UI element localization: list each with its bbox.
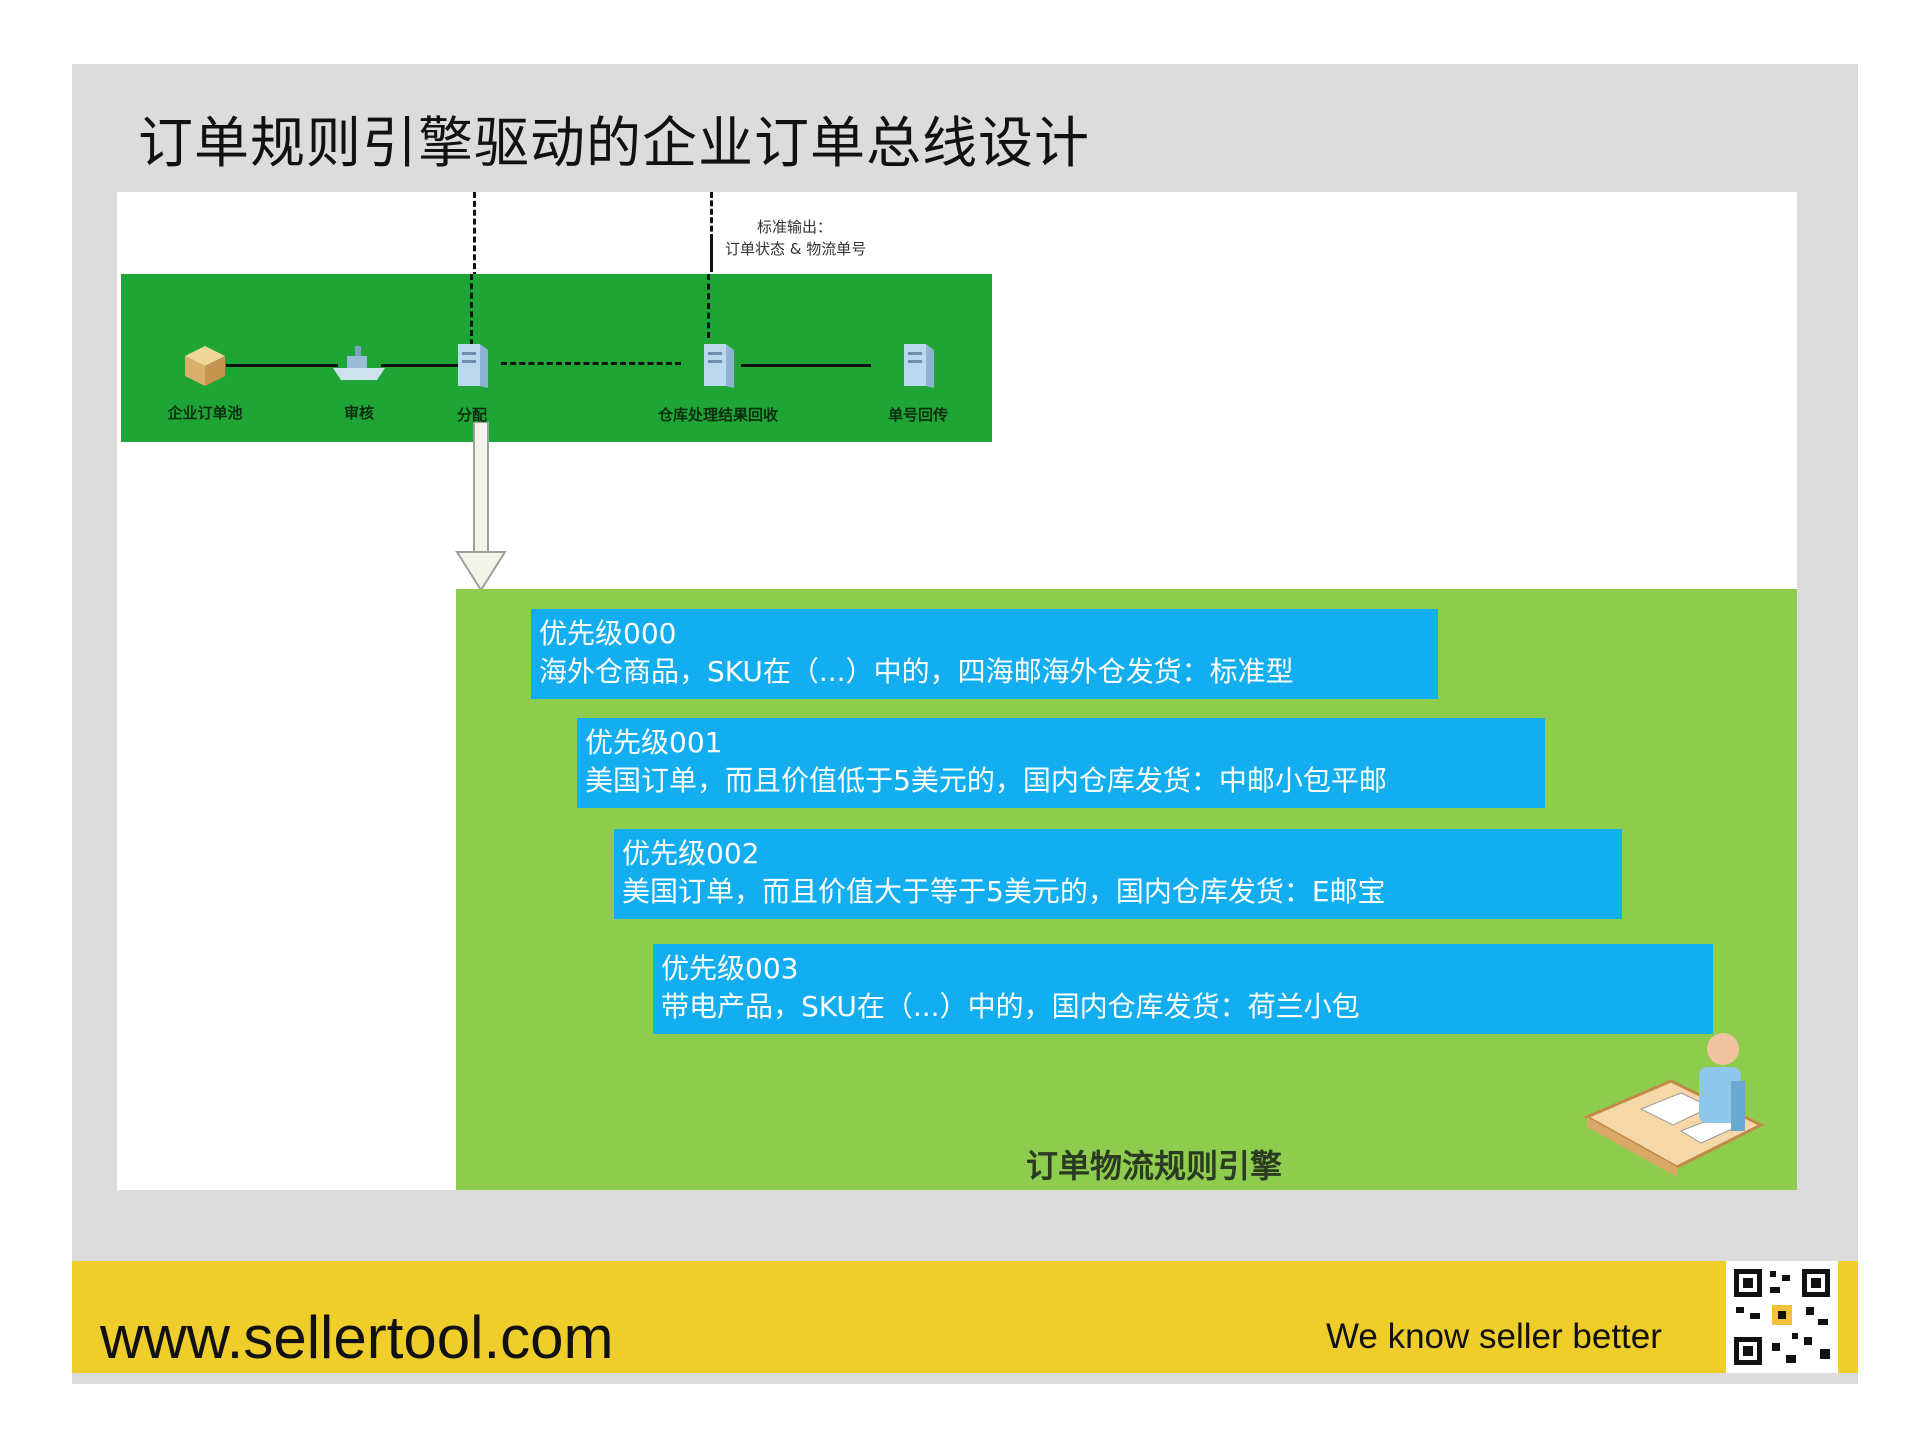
rule-priority-001: 优先级001 美国订单，而且价值低于5美元的，国内仓库发货：中邮小包平邮: [577, 718, 1545, 808]
rules-engine-label: 订单物流规则引擎: [1026, 1147, 1283, 1185]
flow-link-4: [741, 364, 871, 367]
flow-node-label: 分配: [456, 406, 487, 424]
rules-engine-panel: 优先级000 海外仓商品，SKU在（...）中的，四海邮海外仓发货：标准型 优先…: [456, 589, 1797, 1190]
server-icon: [458, 344, 488, 388]
band-dashed-line-2: [707, 274, 710, 338]
flow-node-tracking-return: 单号回传: [853, 340, 983, 425]
flow-link-2: [381, 364, 461, 367]
tagline: We know seller better: [1326, 1317, 1662, 1356]
rule-priority-label: 优先级002: [622, 837, 760, 870]
rule-text: 带电产品，SKU在（...）中的，国内仓库发货：荷兰小包: [661, 990, 1360, 1023]
server-icon: [904, 344, 934, 388]
flow-node-warehouse-result: 仓库处理结果回收: [643, 340, 793, 425]
qr-code-icon: [1726, 1261, 1838, 1373]
flow-node-label: 企业订单池: [167, 404, 243, 422]
diagram-canvas: 标准输出： 订单状态 & 物流单号 企业订单池 审核: [117, 192, 1797, 1190]
flow-node-label: 单号回传: [887, 406, 948, 424]
server-icon: [704, 344, 734, 388]
flow-node-order-pool: 企业订单池: [140, 340, 270, 423]
flow-node-assign: 分配: [407, 340, 537, 425]
flow-node-label: 审核: [343, 404, 374, 422]
output-label: 标准输出： 订单状态 & 物流单号: [725, 216, 866, 260]
rule-text: 美国订单，而且价值大于等于5美元的，国内仓库发货：E邮宝: [622, 875, 1386, 908]
order-flow-band: 企业订单池 审核 分配: [121, 274, 992, 442]
output-label-line-1: 标准输出：: [757, 218, 833, 236]
rule-text: 海外仓商品，SKU在（...）中的，四海邮海外仓发货：标准型: [539, 655, 1294, 688]
ship-icon: [333, 346, 385, 380]
person-at-desk-icon: [1583, 1033, 1765, 1177]
rule-priority-002: 优先级002 美国订单，而且价值大于等于5美元的，国内仓库发货：E邮宝: [614, 829, 1622, 919]
rule-priority-label: 优先级000: [539, 617, 677, 650]
rule-text: 美国订单，而且价值低于5美元的，国内仓库发货：中邮小包平邮: [585, 764, 1387, 797]
site-url-link[interactable]: www.sellertool.com: [100, 1304, 614, 1371]
output-label-line-2: 订单状态 & 物流单号: [725, 240, 867, 258]
flow-link-1: [226, 364, 338, 367]
output-dashed-line: [710, 192, 713, 240]
rule-priority-label: 优先级001: [585, 726, 723, 759]
flow-node-review: 审核: [294, 340, 424, 423]
rule-priority-003: 优先级003 带电产品，SKU在（...）中的，国内仓库发货：荷兰小包: [653, 944, 1713, 1034]
flow-node-label: 仓库处理结果回收: [657, 406, 778, 424]
output-solid-line: [710, 240, 713, 272]
flow-link-3: [501, 362, 681, 365]
down-arrow: [455, 422, 507, 592]
slide-title: 订单规则引擎驱动的企业订单总线设计: [138, 111, 1091, 175]
band-dashed-line-1: [470, 274, 473, 364]
footer-bar: www.sellertool.com We know seller better: [72, 1261, 1858, 1373]
rule-priority-label: 优先级003: [661, 952, 799, 985]
rule-priority-000: 优先级000 海外仓商品，SKU在（...）中的，四海邮海外仓发货：标准型: [531, 609, 1438, 699]
package-boxes-icon: [185, 346, 225, 386]
